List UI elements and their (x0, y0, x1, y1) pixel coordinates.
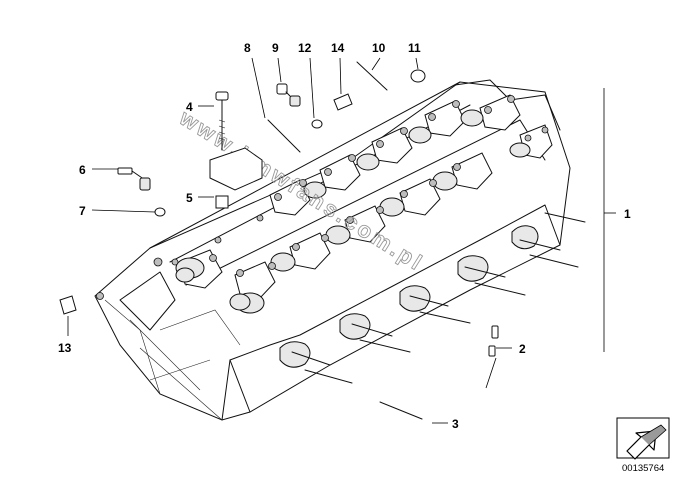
part-9-connector (276, 83, 301, 107)
part-11-sleeve (410, 69, 426, 83)
cap-bolt-heads (171, 95, 549, 277)
leader-lines (67, 57, 616, 424)
rear-end-bosses (96, 257, 251, 311)
cylinder-head-illustration (94, 79, 586, 421)
part-13-sleeve (59, 295, 77, 315)
callout-labels: 1 2 3 4 5 6 7 8 9 10 11 12 13 14 (58, 41, 631, 431)
part-7-washer (154, 207, 166, 217)
callout-7: 7 (79, 204, 86, 218)
part-5-sleeve (215, 195, 229, 209)
bearing-cap-loose (209, 147, 263, 191)
part-8-stud (267, 119, 301, 153)
callout-11: 11 (408, 41, 421, 55)
part-12-washer (311, 119, 323, 129)
part-2-dowels (488, 325, 499, 357)
callout-5: 5 (186, 191, 193, 205)
callout-10: 10 (372, 41, 386, 55)
part-10-stud (356, 61, 388, 91)
part-4-bolt (215, 91, 229, 151)
callout-3: 3 (452, 417, 459, 431)
part-3-stud (379, 401, 423, 420)
part-14-dowel (333, 93, 353, 111)
callout-9: 9 (272, 41, 279, 55)
callout-1: 1 (624, 207, 631, 221)
bearing-caps-rear (269, 94, 553, 216)
callout-8: 8 (244, 41, 251, 55)
callout-14: 14 (331, 41, 345, 55)
callout-4: 4 (186, 100, 193, 114)
part-6-fitting (117, 167, 151, 191)
callout-6: 6 (79, 163, 86, 177)
exhaust-ports (279, 225, 539, 368)
loose-parts (59, 61, 499, 420)
doc-number: 00135764 (622, 463, 664, 474)
callout-2: 2 (519, 342, 526, 356)
exhaust-studs (291, 212, 586, 384)
callout-13: 13 (58, 341, 72, 355)
arrow-direction-icon (616, 417, 670, 460)
callout-12: 12 (298, 41, 312, 55)
